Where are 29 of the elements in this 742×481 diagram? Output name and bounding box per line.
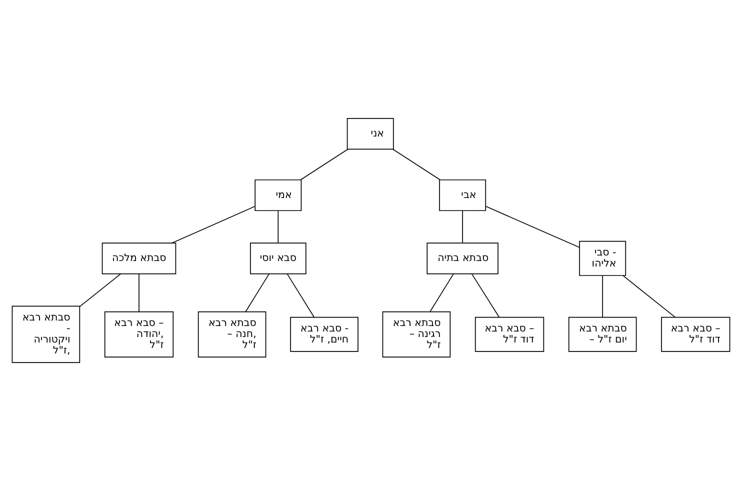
connector [172,206,256,244]
connector [430,274,454,312]
node-box: סבי - אליהו [579,240,626,276]
node-box: אבי [439,179,486,212]
node-box: סבתא רבא – חנה, ז"ל [198,311,266,358]
node-box: סבא רבא - חיים, ז"ל [290,316,358,352]
node-box: אני [346,118,394,150]
connector [462,210,463,244]
node-box: סבתא רבא - ויקטוריה ז"ל, [12,306,80,364]
connector [485,206,580,248]
connector [79,274,122,308]
node-box: סבתא מלכה [102,242,176,274]
connector [471,274,500,318]
node-box: סבתא רבא – יום ז"ל [568,316,637,352]
connector [300,148,348,180]
connector [286,274,314,318]
connector [138,274,140,312]
node-box: סבא רבא – דוד ז"ל [474,316,544,352]
connector [392,148,440,180]
connector [622,275,676,318]
node-box: סבתא בתיה [426,242,498,274]
connector [278,210,279,244]
node-box: סבא יוסי [250,242,306,274]
node-box: סבא רבא – דוד ז"ל [661,316,730,352]
node-box: סבא רבא – יהודה, ז"ל [104,311,174,358]
node-box: סבתא רבא – רגינה ז"ל [382,311,451,358]
node-box: אמי [254,179,302,212]
connector [245,274,270,312]
connector [602,275,603,318]
